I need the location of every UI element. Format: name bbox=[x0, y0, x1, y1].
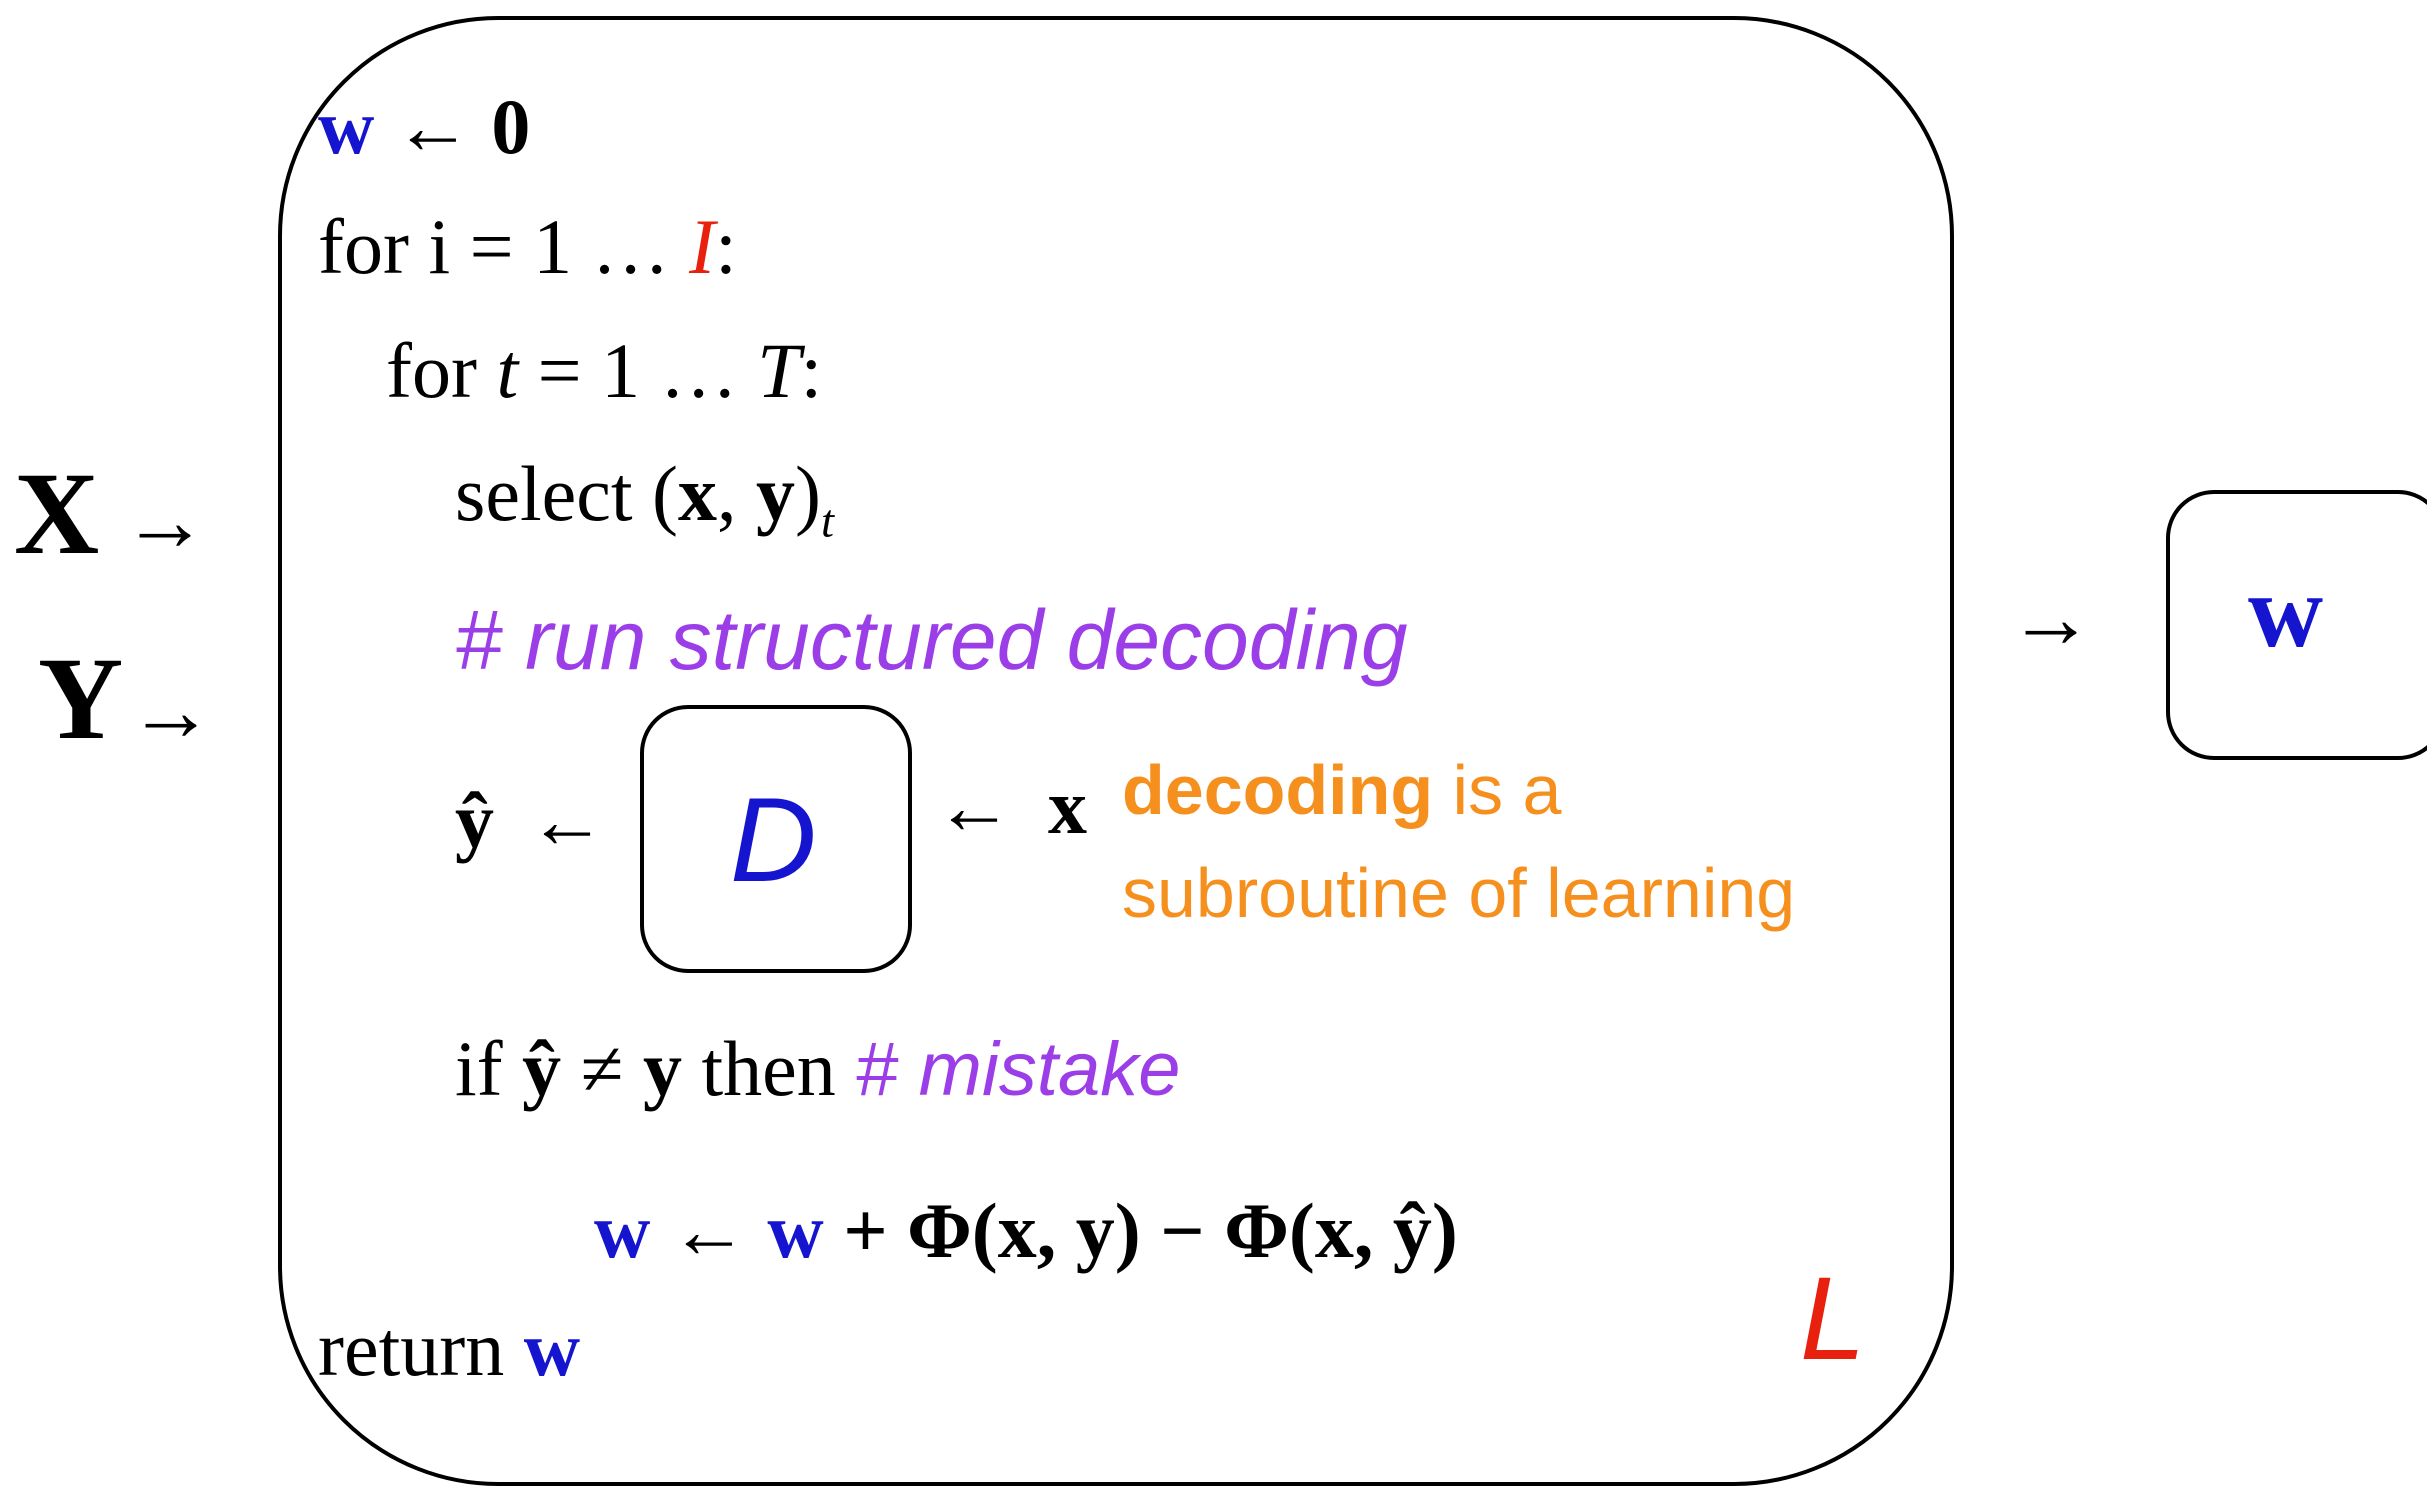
check-yhat: ŷ bbox=[522, 1025, 562, 1112]
decoding-comment: # run structured decoding bbox=[455, 593, 1408, 687]
annotation-rest: is a bbox=[1433, 751, 1562, 829]
output-arrow: → bbox=[2008, 570, 2094, 666]
inner-loop-suffix: : bbox=[800, 327, 823, 414]
return-line: return w bbox=[318, 1310, 580, 1388]
outer-loop-line: for i = 1 … I: bbox=[318, 208, 737, 286]
update-w-rhs: w bbox=[767, 1187, 824, 1274]
decoding-annotation-line2: subroutine of learning bbox=[1122, 854, 1796, 932]
return-prefix: return bbox=[318, 1305, 524, 1392]
select-subscript: t bbox=[821, 495, 835, 548]
select-close: ) bbox=[795, 450, 822, 537]
update-w-lhs: w bbox=[594, 1187, 651, 1274]
update-rest: + Φ(x, y) − Φ(x, ŷ) bbox=[823, 1187, 1458, 1274]
input-y-arrow: → bbox=[128, 663, 214, 759]
select-prefix: select ( bbox=[455, 450, 679, 537]
select-x: x bbox=[678, 450, 718, 537]
zero-value: 0 bbox=[491, 83, 531, 170]
decoder-label: D bbox=[730, 773, 817, 907]
check-neq: ≠ bbox=[561, 1025, 643, 1112]
inner-loop-var: t bbox=[496, 327, 519, 414]
mistake-check-line: if ŷ ≠ y then # mistake bbox=[455, 1030, 1181, 1108]
output-box bbox=[2166, 490, 2427, 760]
decoding-annotation-line1: decoding is a bbox=[1122, 755, 1562, 825]
inner-loop-mid: = 1 … bbox=[518, 327, 758, 414]
inner-loop-prefix: for bbox=[386, 327, 497, 414]
decode-assign-arrow: ← bbox=[528, 777, 606, 864]
learner-label: L bbox=[1800, 1253, 1866, 1385]
select-y: y bbox=[756, 450, 796, 537]
update-line: w ← w + Φ(x, y) − Φ(x, ŷ) bbox=[594, 1192, 1458, 1270]
input-x-arrow: → bbox=[122, 473, 208, 569]
inner-loop-bound: T bbox=[757, 327, 801, 414]
mistake-comment: # mistake bbox=[855, 1027, 1181, 1112]
decode-lhs: ŷ bbox=[455, 777, 494, 864]
iterations-var: I bbox=[689, 203, 716, 290]
update-arrow: ← bbox=[650, 1187, 768, 1274]
select-comma: , bbox=[717, 450, 757, 537]
weight-var: w bbox=[318, 83, 375, 170]
return-var: w bbox=[523, 1305, 581, 1392]
assign-arrow: ← bbox=[393, 83, 472, 170]
input-y-label: Y bbox=[38, 633, 124, 764]
check-prefix: if bbox=[455, 1025, 523, 1112]
annotation-bold: decoding bbox=[1122, 751, 1434, 829]
decoder-box bbox=[640, 705, 912, 973]
check-y: y bbox=[642, 1025, 682, 1112]
outer-loop-prefix: for i = 1 … bbox=[318, 203, 690, 290]
check-then: then bbox=[681, 1025, 856, 1112]
select-line: select (x, y)t bbox=[455, 455, 834, 545]
decode-input-arrow: ← bbox=[935, 763, 1013, 850]
decode-input-x: x bbox=[1048, 763, 1087, 850]
output-weight-label: w bbox=[2248, 554, 2324, 669]
input-x-label: X bbox=[14, 448, 100, 579]
init-line: w ← 0 bbox=[318, 88, 530, 166]
outer-loop-suffix: : bbox=[715, 203, 737, 290]
inner-loop-line: for t = 1 … T: bbox=[386, 332, 822, 410]
